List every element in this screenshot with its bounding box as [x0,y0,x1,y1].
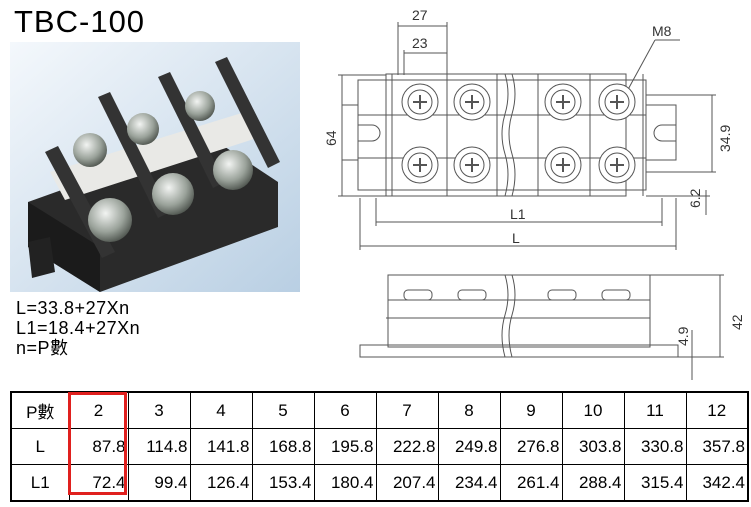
screw-icon [73,91,253,242]
table-cell: 141.8 [189,428,253,465]
dim-34-9-label: 34.9 [717,125,733,152]
formula-l1: L1=18.4+27Xn [16,318,141,338]
table-header-cell: 8 [437,391,501,429]
table-cell: 315.4 [623,464,687,502]
product-photo [10,42,300,292]
dim-27-label: 27 [412,7,428,23]
table-header-cell: 3 [127,391,191,429]
table-cell: 234.4 [437,464,501,502]
table-header-cell: 7 [375,391,439,429]
table-cell: 153.4 [251,464,315,502]
table-header-cell: P數 [10,391,70,429]
table-cell: 276.8 [499,428,563,465]
table-row-label: L [10,428,70,465]
screw-head-icon [401,83,636,184]
dim-23-label: 23 [412,35,428,51]
table-cell: 72.4 [68,464,129,502]
table-header-cell: 9 [499,391,563,429]
table-cell: 180.4 [313,464,377,502]
spec-table: P數 2 3 4 5 6 7 8 9 10 11 12 L 87.8 114.8… [10,391,749,502]
table-header-cell: 5 [251,391,315,429]
dim-64-label: 64 [323,130,339,146]
table-cell: 342.4 [685,464,749,502]
table-cell: 303.8 [561,428,625,465]
dim-l-label: L [512,230,520,246]
table-cell: 288.4 [561,464,625,502]
table-cell: 99.4 [127,464,191,502]
dim-4-9-label: 4.9 [675,326,691,346]
technical-drawing: 27 23 M8 64 34.9 6.2 L1 L 42 4.9 [323,7,745,380]
table-cell: 87.8 [68,428,129,465]
table-cell: 330.8 [623,428,687,465]
dim-6-2-label: 6.2 [687,188,703,208]
dim-m8-label: M8 [652,23,672,39]
table-row: L 87.8 114.8 141.8 168.8 195.8 222.8 249… [10,428,749,465]
cross-slot-icon [413,95,624,172]
highlight-box [68,392,127,495]
table-header-cell: 10 [561,391,625,429]
dim-42-label: 42 [729,314,745,330]
table-header-cell: 4 [189,391,253,429]
table-row-label: L1 [10,464,70,502]
table-cell: 168.8 [251,428,315,465]
product-title: TBC-100 [14,4,146,39]
table-cell: 126.4 [189,464,253,502]
table-cell: 195.8 [313,428,377,465]
table-row: L1 72.4 99.4 126.4 153.4 180.4 207.4 234… [10,464,749,502]
formula-n: n=P數 [16,338,69,358]
table-cell: 207.4 [375,464,439,502]
dim-l1-label: L1 [510,206,526,222]
table-cell: 114.8 [127,428,191,465]
table-header-cell: 6 [313,391,377,429]
dimension-formulas: L=33.8+27Xn L1=18.4+27Xn n=P數 [16,298,140,358]
table-header-row: P數 2 3 4 5 6 7 8 9 10 11 12 [10,391,749,429]
table-cell: 249.8 [437,428,501,465]
table-cell: 261.4 [499,464,563,502]
table-cell: 357.8 [685,428,749,465]
table-header-cell: 12 [685,391,749,429]
formula-l: L=33.8+27Xn [16,298,130,318]
table-cell: 222.8 [375,428,439,465]
table-header-cell: 11 [623,391,687,429]
